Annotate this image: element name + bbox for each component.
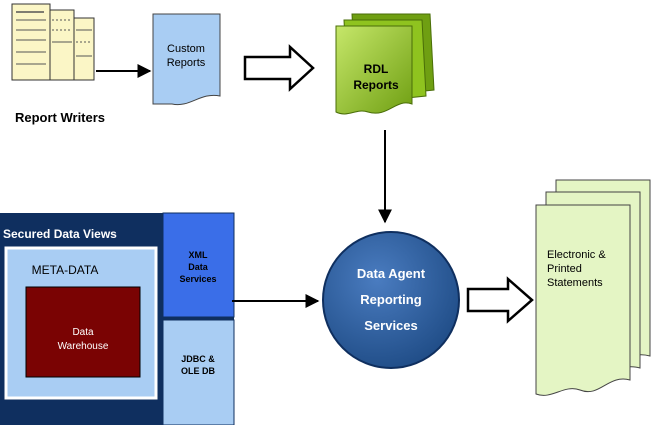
data-warehouse-label-1: Data — [72, 327, 94, 338]
data-agent-reporting-services: Data Agent Reporting Services — [322, 231, 460, 369]
jdbc-oledb-box — [162, 319, 235, 425]
rdl-reports-label-1: RDL — [364, 62, 389, 76]
data-warehouse-box — [25, 286, 141, 378]
xml-label-1: XML — [189, 250, 209, 260]
secured-data-views-title: Secured Data Views — [3, 227, 117, 241]
xml-label-3: Services — [179, 274, 216, 284]
report-writers-label: Report Writers — [15, 110, 105, 125]
statements-stack: Electronic & Printed Statements — [535, 179, 651, 396]
rdl-reports-stack: RDL Reports — [335, 13, 435, 115]
custom-reports-label-2: Reports — [167, 57, 206, 69]
report-writers-icon — [11, 3, 95, 81]
secured-data-views-block: Secured Data Views META-DATA Data Wareho… — [0, 212, 235, 425]
jdbc-label-1: JDBC & — [181, 354, 215, 364]
statements-label-1: Electronic & — [547, 249, 606, 261]
statements-label-2: Printed — [547, 263, 582, 275]
agent-label-2: Reporting — [360, 292, 421, 307]
meta-data-label: META-DATA — [32, 263, 99, 277]
agent-label-1: Data Agent — [357, 266, 426, 281]
statements-label-3: Statements — [547, 277, 603, 289]
block-arrow-agent-to-statements — [466, 276, 534, 324]
data-warehouse-label-2: Warehouse — [58, 341, 109, 352]
xml-label-2: Data — [188, 262, 209, 272]
block-arrow-custom-to-rdl — [243, 44, 315, 92]
rdl-reports-label-2: Reports — [353, 78, 399, 92]
agent-label-3: Services — [364, 318, 418, 333]
custom-reports-label-1: Custom — [167, 43, 205, 55]
xml-data-services-box — [162, 212, 235, 318]
jdbc-label-2: OLE DB — [181, 366, 216, 376]
custom-reports-document: Custom Reports — [152, 13, 221, 106]
